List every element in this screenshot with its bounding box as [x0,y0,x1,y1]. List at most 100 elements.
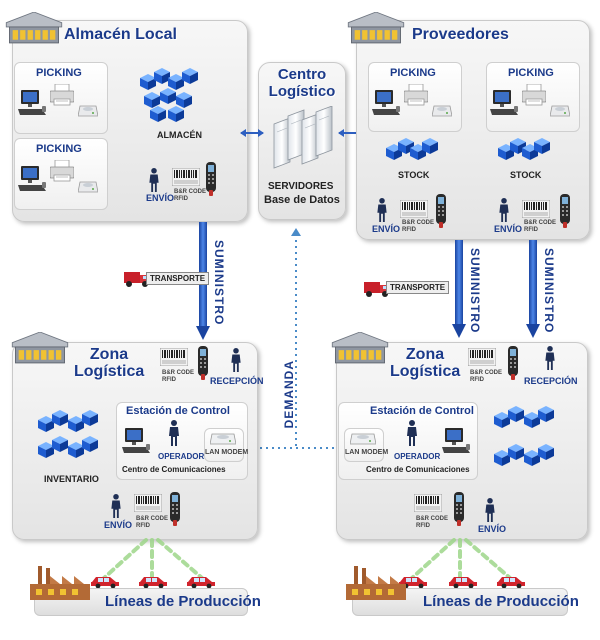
factory-icon [346,566,406,600]
proveedores-picking-label-2: PICKING [508,67,554,79]
warehouse-icon [11,332,69,364]
barcode-text: B&R CODE [402,220,435,226]
barcode-text: B&R CODE [416,516,449,522]
scanner-icon [78,105,98,117]
proveedores-picking-label-1: PICKING [390,67,436,79]
operator-icon [377,198,387,222]
barcode-text: B&R CODE [174,189,207,195]
barcode-label-icon [134,494,162,512]
barcode-label-icon [172,168,200,186]
scanner-icon [550,105,570,117]
warehouse-icon [5,12,63,44]
envio-left-label: ENVÍO [104,520,133,530]
barcode-label-icon [160,348,188,366]
almacen-local-title: Almacén Local [64,26,177,43]
proveedores-envio-2: ENVÍO [494,224,523,234]
box-cluster-icon [140,68,198,122]
barcode-text: B&R CODE [470,370,503,376]
zona-logistica-right-title: Zona Logística [390,346,461,380]
computer-icon [490,90,518,115]
car-icon [497,577,525,588]
lan-modem-right-label: LAN MODEM [345,449,389,456]
printer-icon [50,160,74,182]
proveedores-envio-1: ENVÍO [372,224,401,234]
barcode-text: B&R CODE [524,220,557,226]
recepcion-left-label: RECEPCIÓN [210,376,264,386]
server-icon [273,106,333,169]
handheld-terminal-icon [454,492,464,526]
production-line-left-label: Líneas de Producción [105,593,261,610]
handheld-terminal-icon [508,346,518,380]
operador-left-label: OPERADOR [158,452,205,461]
handheld-terminal-icon [436,194,446,228]
stock-label-1: STOCK [398,170,430,180]
rfid-text: RFID [470,377,484,383]
computer-icon [442,428,470,453]
computer-icon [18,90,46,115]
operator-icon [485,498,495,522]
operator-icon [231,348,241,372]
suministro-label-3: SUMINISTRO [542,248,556,334]
handheld-terminal-icon [560,194,570,228]
rfid-text: RFID [162,377,176,383]
link-arrow-left [240,129,264,137]
printer-icon [404,84,428,106]
rfid-text: RFID [524,227,538,233]
scanner-icon [78,181,98,193]
suministro-arrow-right [526,240,540,338]
demanda-dotted-line [260,228,336,449]
factory-icon [30,566,90,600]
transporte-label-1: TRANSPORTE [146,272,210,285]
printer-icon [522,84,546,106]
servidores-label: SERVIDORES [268,181,334,192]
handheld-terminal-icon [206,162,216,196]
box-cluster-icon [38,410,98,458]
operator-icon [149,168,159,192]
box-cluster-icon [494,406,554,466]
almacen-label: ALMACÉN [157,130,202,140]
inventario-label: INVENTARIO [44,474,99,484]
demanda-label: DEMANDA [282,360,296,429]
printer-icon [50,84,74,106]
barcode-text: B&R CODE [136,516,169,522]
computer-icon [122,428,150,453]
production-beams-right [410,538,512,580]
envio-right-label: ENVÍO [478,524,507,534]
computer-icon [18,166,46,191]
suministro-arrow-mid [452,240,466,338]
lan-modem-left-label: LAN MODEM [205,449,249,456]
centro-com-left-label: Centro de Comunicaciones [122,465,226,474]
operator-icon [407,420,417,446]
rfid-text: RFID [402,227,416,233]
rfid-text: RFID [416,523,430,529]
handheld-terminal-icon [198,346,208,380]
centro-logistico-title: Centro Logístico [268,66,336,100]
operator-icon [111,494,121,518]
modem-icon [350,433,376,445]
computer-icon [372,90,400,115]
scanner-icon [432,105,452,117]
car-icon [139,577,167,588]
estacion-control-left-title: Estación de Control [126,405,230,417]
envio-label: ENVÍO [146,193,175,203]
production-line-right-label: Líneas de Producción [423,593,579,610]
handheld-terminal-icon [170,492,180,526]
box-cluster-icon [386,138,438,160]
proveedores-title: Proveedores [412,26,509,43]
picking-label-2: PICKING [36,143,82,155]
base-datos-label: Base de Datos [264,194,340,206]
box-cluster-icon [498,138,550,160]
car-icon [91,577,119,588]
modem-icon [210,433,236,445]
transporte-label-2: TRANSPORTE [386,281,450,294]
barcode-label-icon [468,348,496,366]
barcode-label-icon [414,494,442,512]
production-beams-left [102,538,204,580]
car-icon [449,577,477,588]
stock-label-2: STOCK [510,170,542,180]
operator-icon [169,420,179,446]
zona-logistica-left-title: Zona Logística [74,346,145,380]
operator-icon [499,198,509,222]
barcode-label-icon [400,200,428,218]
barcode-label-icon [522,200,550,218]
